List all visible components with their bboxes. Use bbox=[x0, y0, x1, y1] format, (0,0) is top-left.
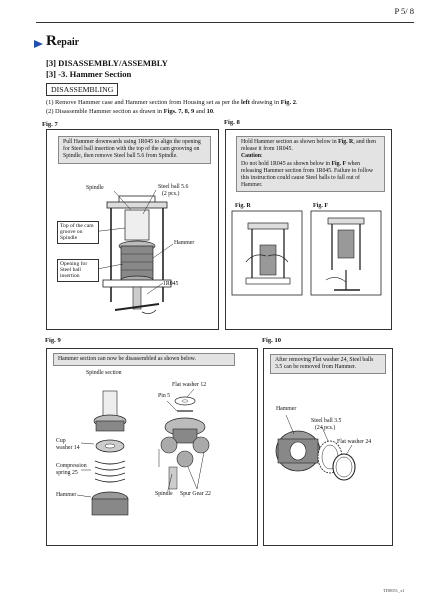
fig9-drawing bbox=[76, 388, 210, 516]
fig7-note: Pull Hammer downwards using 1R045 to ali… bbox=[58, 136, 211, 164]
fig7-label-steel-ball-qty: (2 pcs.) bbox=[162, 191, 180, 197]
fig9-label-flat-washer: Flat washer 12 bbox=[172, 382, 207, 388]
arrow-right-icon bbox=[34, 40, 43, 48]
fig10-label-steel-balls: Steel ball 3.5 bbox=[311, 418, 342, 424]
fig9-label-spindle: Spindle bbox=[155, 491, 173, 497]
fig9-label-compression: Compression bbox=[56, 463, 87, 469]
fig8-label: Fig. 8 bbox=[224, 119, 240, 126]
instruction-1: (1) Remove Hammer case and Hammer sectio… bbox=[46, 99, 298, 106]
fig7-label-opening: Opening for Steel ball insertion bbox=[57, 259, 99, 282]
fig7-label-top-cam: Top of the cam groove on Spindle bbox=[57, 221, 99, 244]
fig7-label-spindle: Spindle bbox=[86, 185, 104, 191]
fig9-note: Hammer section can now be disassembled a… bbox=[53, 353, 235, 367]
section-title: Repair bbox=[46, 33, 80, 49]
fig9-label-spindle-section: Spindle section bbox=[86, 370, 122, 376]
fig9-label-spring: spring 25 bbox=[56, 470, 78, 476]
fig9-label-cup-washer: washer 14 bbox=[56, 445, 80, 451]
fig10-note: After removing Flat washer 24, Steel bal… bbox=[270, 354, 386, 375]
fig9-label-hammer: Hammer bbox=[56, 492, 77, 498]
fig7-panel: Pull Hammer downwards using 1R045 to ali… bbox=[46, 129, 219, 330]
fig10-drawing bbox=[275, 414, 356, 481]
fig9-label: Fig. 9 bbox=[45, 337, 61, 344]
fig-f-label: Fig. F bbox=[313, 203, 328, 209]
fig7-label-tool: 1R045 bbox=[163, 281, 179, 287]
fig7-label: Fig. 7 bbox=[42, 121, 58, 128]
fig8-panel: Hold Hammer section as shown below in Fi… bbox=[225, 129, 392, 330]
fig10-label: Fig. 10 bbox=[262, 337, 282, 344]
fig9-label-pin: Pin 5 bbox=[158, 393, 171, 399]
instruction-2: (2) Disassemble Hammer section as drawn … bbox=[46, 108, 215, 115]
fig7-drawing bbox=[91, 189, 174, 314]
fig-r-label: Fig. R bbox=[235, 203, 251, 209]
fig10-label-hammer: Hammer bbox=[276, 406, 297, 412]
disassembling-tag: DISASSEMBLING bbox=[46, 83, 119, 96]
heading-hammer-section: [3] -3. Hammer Section bbox=[46, 69, 132, 79]
fig10-panel: After removing Flat washer 24, Steel bal… bbox=[263, 348, 393, 546]
fig10-label-steel-balls-qty: (24 pcs.) bbox=[315, 425, 336, 431]
footer-code: TD0051_x1 bbox=[383, 588, 405, 593]
fig7-label-hammer: Hammer bbox=[174, 240, 195, 246]
header-rule bbox=[36, 22, 414, 23]
fig8-drawings bbox=[231, 210, 382, 296]
fig7-label-steel-ball: Steel ball 5.6 bbox=[158, 184, 189, 190]
fig8-note: Hold Hammer section as shown below in Fi… bbox=[236, 136, 385, 193]
fig9-panel: Hammer section can now be disassembled a… bbox=[46, 348, 258, 546]
page-number: P 5/ 8 bbox=[394, 6, 414, 16]
heading-disassembly: [3] DISASSEMBLY/ASSEMBLY bbox=[46, 58, 168, 68]
fig9-label-cup: Cup bbox=[56, 438, 66, 444]
fig9-label-spur-gear: Spur Gear 22 bbox=[180, 491, 211, 497]
fig10-label-flat-washer: Flat washer 24 bbox=[337, 439, 372, 445]
